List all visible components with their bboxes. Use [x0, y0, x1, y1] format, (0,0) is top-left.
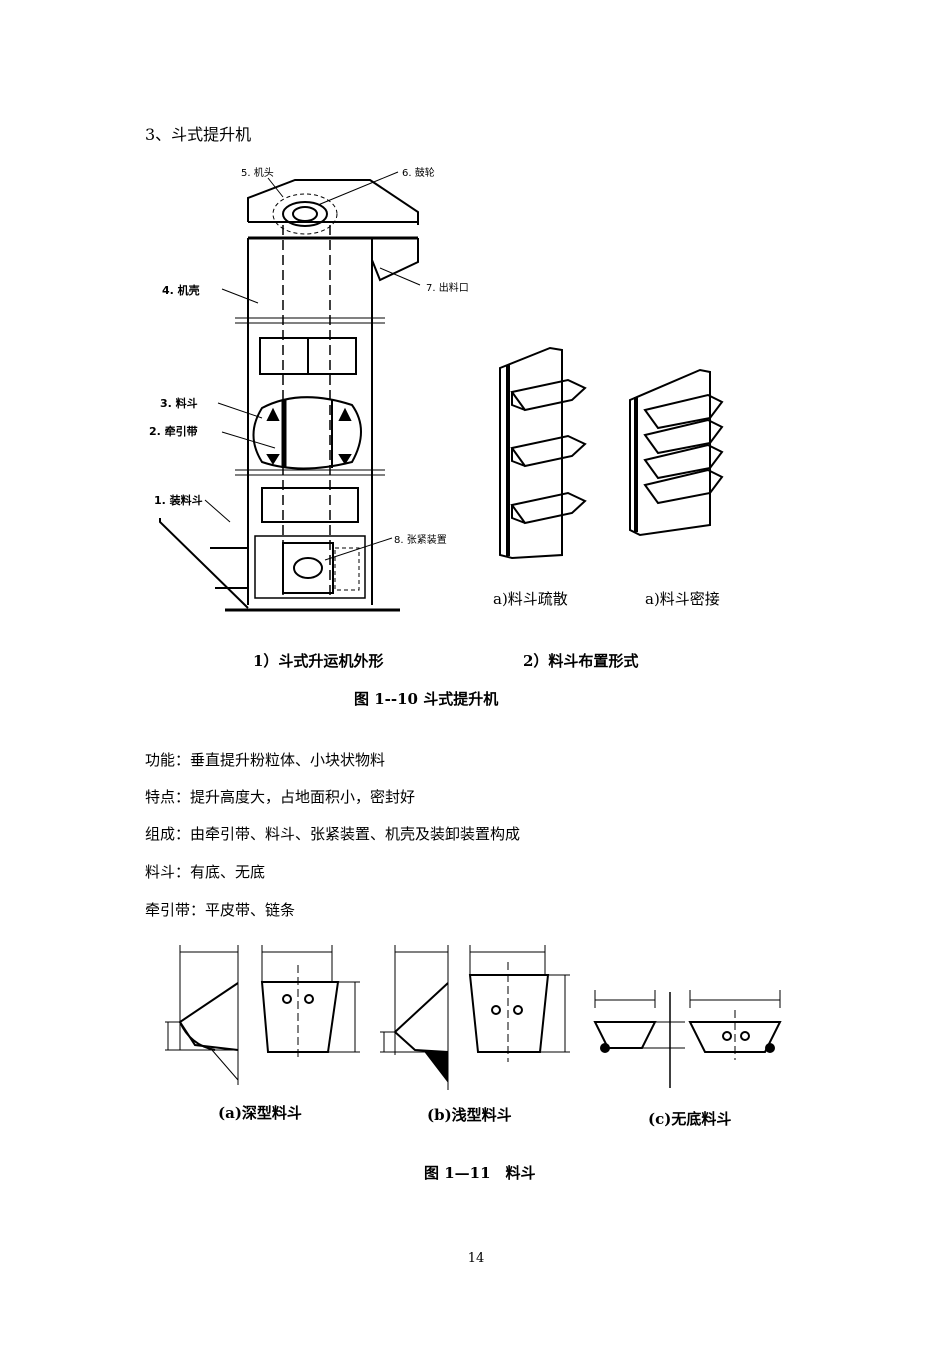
- label-hopper: 1. 装料斗: [154, 494, 203, 507]
- figure-caption-1-10: 图 1--10 斗式提升机: [354, 690, 499, 708]
- paragraph-belt: 牵引带：平皮带、链条: [145, 901, 296, 919]
- caption-dense-layout: a)料斗密接: [645, 590, 720, 608]
- subcaption-elevator: 1）斗式升运机外形: [253, 652, 384, 670]
- page-number: 14: [467, 1251, 485, 1266]
- paragraph-composition: 组成：由牵引带、料斗、张紧装置、机壳及装卸装置构成: [145, 825, 521, 843]
- figure-caption-1-11: 图 1—11 料斗: [424, 1164, 536, 1182]
- label-bucket: 3. 料斗: [160, 397, 198, 410]
- label-belt: 2. 牵引带: [149, 425, 198, 438]
- label-tensioner: 8. 张紧装置: [394, 535, 447, 546]
- caption-sparse-layout: a)料斗疏散: [493, 590, 568, 608]
- label-drum: 6. 鼓轮: [402, 168, 435, 179]
- paragraph-bucket: 料斗：有底、无底: [145, 863, 266, 881]
- label-casing: 4. 机壳: [162, 284, 200, 297]
- subcaption-arrangement: 2）料斗布置形式: [523, 652, 639, 670]
- paragraph-function: 功能：垂直提升粉粒体、小块状物料: [145, 751, 386, 769]
- label-outlet: 7. 出料口: [426, 283, 469, 294]
- caption-bottomless-bucket: (c)无底料斗: [648, 1110, 732, 1128]
- caption-deep-bucket: (a)深型料斗: [218, 1104, 302, 1122]
- label-head: 5. 机头: [241, 168, 274, 179]
- caption-shallow-bucket: (b)浅型料斗: [427, 1106, 512, 1124]
- paragraph-features: 特点：提升高度大，占地面积小，密封好: [145, 788, 416, 806]
- section-title: 3、斗式提升机: [145, 125, 252, 144]
